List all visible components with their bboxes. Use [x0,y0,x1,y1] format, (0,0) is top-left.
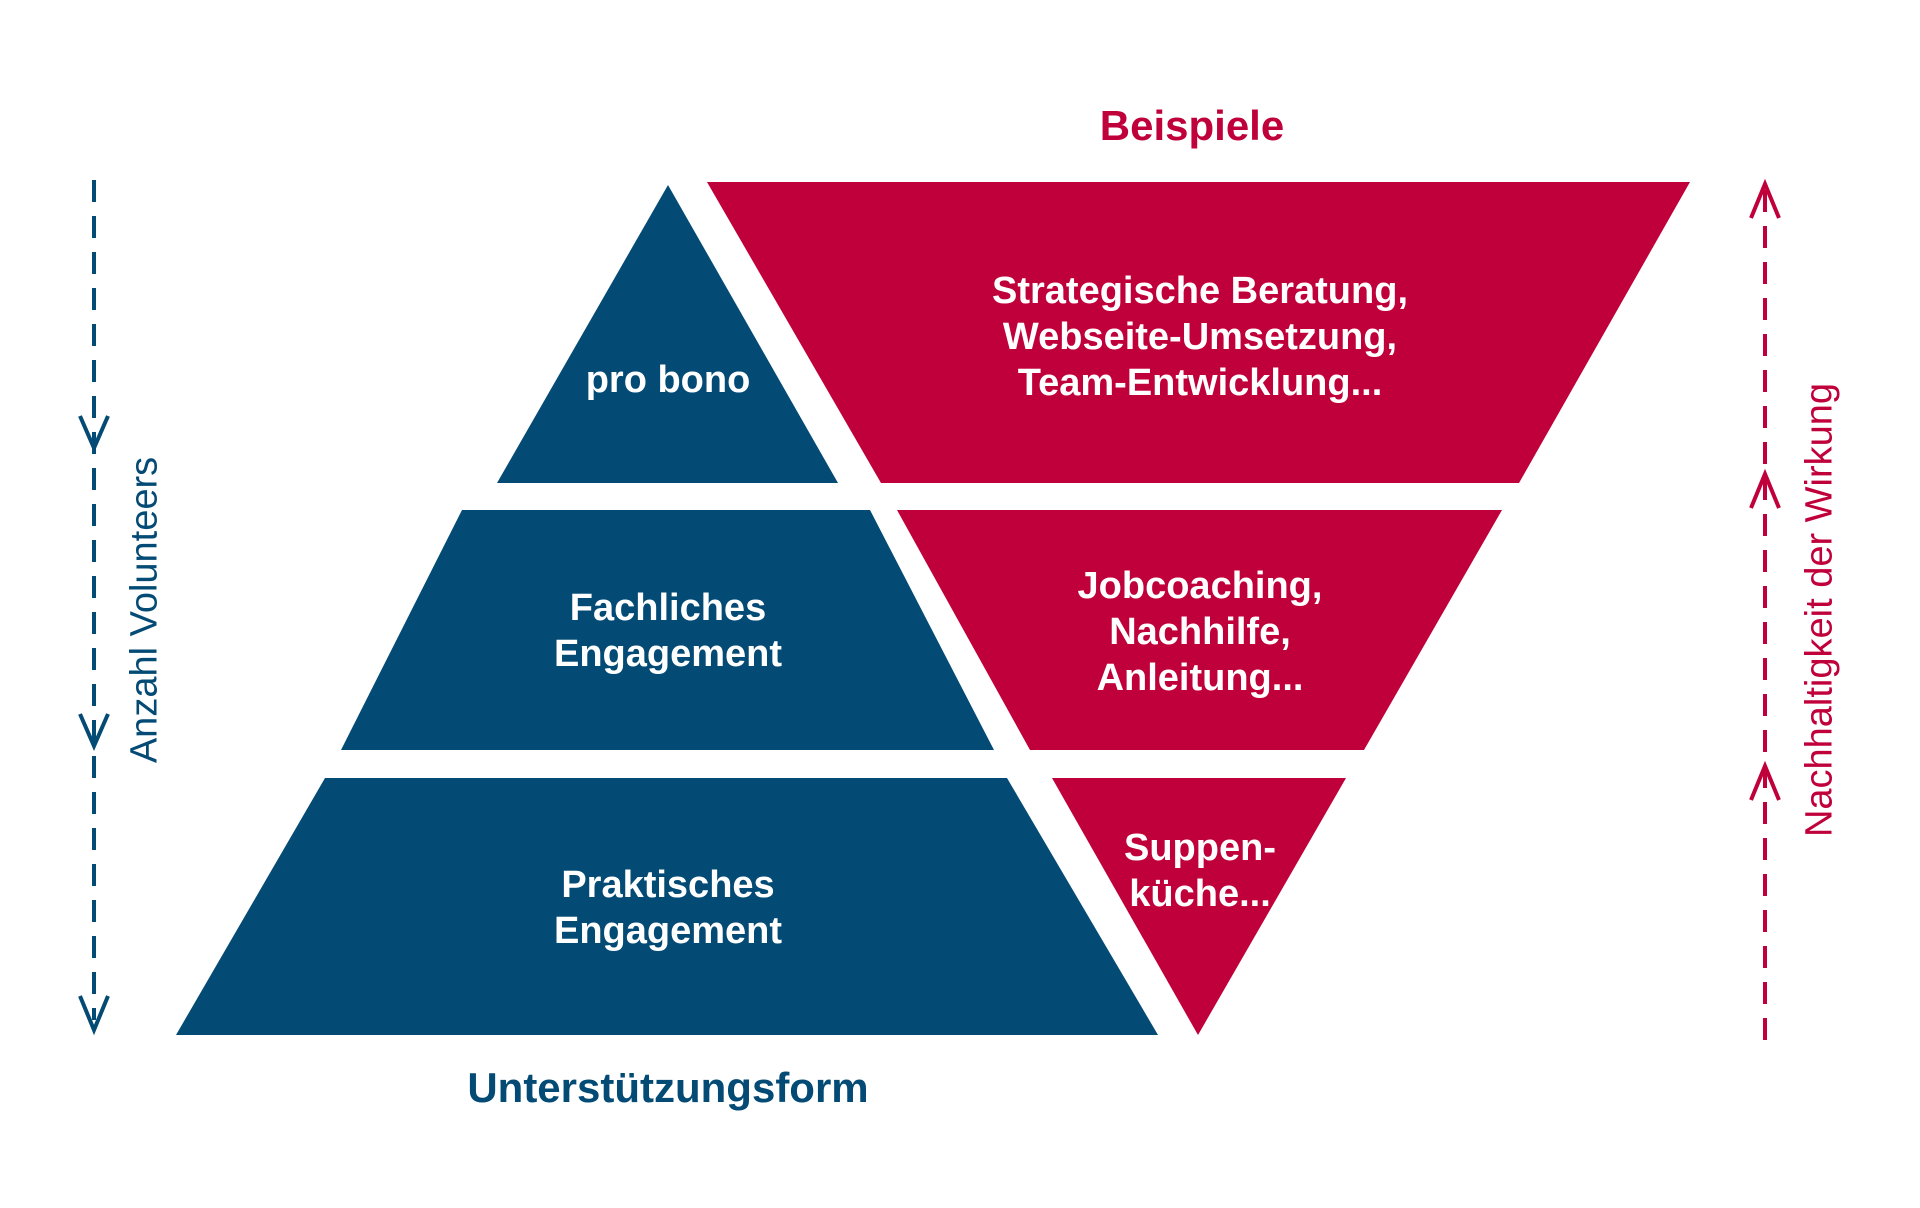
pyramid-label-praktisches: Praktisches Engagement [518,862,818,954]
pyramid-bottom-praktisches-engagement [176,778,1158,1035]
pyramid-label-line: Fachliches [569,587,767,629]
examples-top [707,182,1690,483]
examples-label-line: Jobcoaching, [1077,565,1323,607]
examples-label-line: küche... [1129,873,1271,915]
examples-label-line: Anleitung... [1096,657,1304,699]
examples-middle [897,510,1502,750]
pyramid-label-line: Praktisches [561,864,775,906]
right-dashed-arrow-icon [1749,178,1781,1040]
examples-heading: Beispiele [1099,102,1285,149]
left-dashed-arrow-icon [78,180,110,1036]
examples-label-line: Strategische Beratung, [992,270,1408,312]
pyramid-label-fachliches: Fachliches Engagement [518,585,818,677]
pyramid-label-line: Engagement [553,633,783,675]
pyramid-middle-fachliches-engagement [341,510,994,750]
examples-label-line: Webseite-Umsetzung, [1002,316,1398,358]
left-axis-label: Anzahl Volunteers [123,456,166,764]
support-form-heading: Unterstützungsform [467,1064,869,1111]
right-axis-label: Nachhaltigkeit der Wirkung [1798,382,1841,838]
pyramid-label-line: Engagement [553,910,783,952]
examples-label-middle: Jobcoaching, Nachhilfe, Anleitung... [1050,563,1350,701]
examples-label-bottom: Suppen- küche... [1100,825,1300,917]
pyramid-top-pro-bono [497,185,838,483]
examples-label-top: Strategische Beratung, Webseite-Umsetzun… [940,268,1460,406]
examples-bottom [1052,778,1346,1035]
examples-label-line: Nachhilfe, [1109,611,1291,653]
examples-label-line: Team-Entwicklung... [1017,362,1383,404]
examples-label-line: Suppen- [1124,827,1276,869]
pyramid-label-line: pro bono [585,359,751,401]
pyramid-label-pro-bono: pro bono [548,357,788,403]
